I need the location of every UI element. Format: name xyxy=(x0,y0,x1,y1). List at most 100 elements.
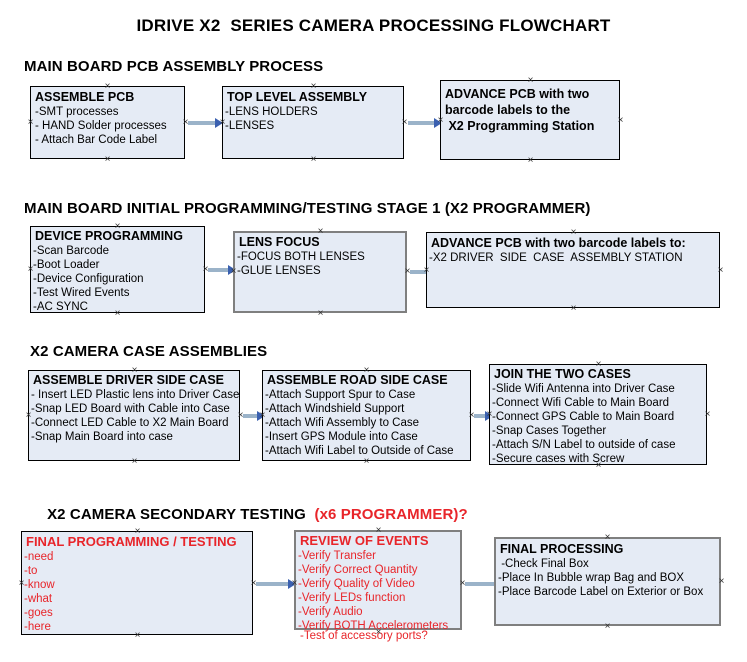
selection-handle[interactable] xyxy=(26,265,35,274)
section-heading-3: X2 CAMERA CASE ASSEMBLIES xyxy=(30,343,268,360)
box-line: -Boot Loader xyxy=(33,259,100,271)
selection-handle[interactable] xyxy=(133,527,142,536)
box-line: -Verify Transfer xyxy=(298,550,376,562)
flow-box-assemble-driver-side-case[interactable]: ASSEMBLE DRIVER SIDE CASE - Insert LED P… xyxy=(28,370,240,461)
box-line: -Test Wired Events xyxy=(33,287,130,299)
flow-box-device-programming[interactable]: DEVICE PROGRAMMING -Scan Barcode -Boot L… xyxy=(30,226,205,313)
selection-handle[interactable] xyxy=(594,461,603,470)
selection-handle[interactable] xyxy=(130,366,139,375)
selection-handle[interactable] xyxy=(229,267,238,276)
selection-handle[interactable] xyxy=(103,155,112,164)
box-line: -Secure cases with Screw xyxy=(492,453,625,465)
flow-box-advance-pcb-driver-side[interactable]: ADVANCE PCB with two barcode labels to: … xyxy=(426,232,720,308)
box-line: -GLUE LENSES xyxy=(237,265,321,277)
box-line: -Slide Wifi Antenna into Driver Case xyxy=(492,383,675,395)
box-line: -Verify Audio xyxy=(298,606,363,618)
flow-box-join-the-two-cases[interactable]: JOIN THE TWO CASES -Slide Wifi Antenna i… xyxy=(489,364,707,465)
section-heading-4: X2 CAMERA SECONDARY TESTING (x6 PROGRAMM… xyxy=(30,489,468,540)
flow-box-review-of-events[interactable]: REVIEW OF EVENTS -Verify Transfer -Verif… xyxy=(294,530,462,632)
box-title: LENS FOCUS xyxy=(239,235,320,249)
box-line: -Attach Support Spur to Case xyxy=(265,389,416,401)
box-title: FINAL PROGRAMMING / TESTING xyxy=(26,534,237,549)
flow-box-final-processing[interactable]: FINAL PROCESSING -Check Final Box -Place… xyxy=(494,537,721,626)
selection-handle[interactable] xyxy=(290,579,299,588)
selection-handle[interactable] xyxy=(485,410,494,419)
selection-handle[interactable] xyxy=(133,631,142,640)
selection-handle[interactable] xyxy=(113,309,122,318)
flow-box-assemble-pcb[interactable]: ASSEMBLE PCB -SMT processes - HAND Solde… xyxy=(30,86,185,159)
selection-handle[interactable] xyxy=(113,222,122,231)
box-line: -Check Final Box xyxy=(498,558,589,570)
box-line: -Verify BOTH Accelerometers xyxy=(298,620,449,632)
selection-handle[interactable] xyxy=(594,360,603,369)
selection-handle[interactable] xyxy=(24,411,33,420)
box-line: -Attach Wifi Assembly to Case xyxy=(265,417,420,429)
selection-handle[interactable] xyxy=(703,410,712,419)
selection-handle[interactable] xyxy=(309,82,318,91)
selection-handle[interactable] xyxy=(616,116,625,125)
box-line: -LENSES xyxy=(225,120,275,132)
box-line: -Device Configuration xyxy=(33,273,144,285)
selection-handle[interactable] xyxy=(436,116,445,125)
selection-handle[interactable] xyxy=(258,411,267,420)
box-title: ASSEMBLE PCB xyxy=(35,90,135,104)
connector-arrow xyxy=(208,268,231,272)
selection-handle[interactable] xyxy=(218,118,227,127)
box-line: -LENS HOLDERS xyxy=(225,106,318,118)
box-line: -Verify Correct Quantity xyxy=(298,564,418,576)
flow-box-advance-pcb-programming[interactable]: ADVANCE PCB with two barcode labels to t… xyxy=(440,80,620,160)
selection-handle[interactable] xyxy=(422,266,431,275)
selection-handle[interactable] xyxy=(717,577,726,586)
box-line: -Connect GPS Cable to Main Board xyxy=(492,411,675,423)
flow-box-final-programming-testing[interactable]: FINAL PROGRAMMING / TESTING -need -to -k… xyxy=(21,531,253,635)
selection-handle[interactable] xyxy=(26,118,35,127)
box-title: ADVANCE PCB with two barcode labels to: xyxy=(431,236,686,250)
connector-arrow xyxy=(243,414,260,418)
selection-handle[interactable] xyxy=(17,579,26,588)
selection-handle[interactable] xyxy=(526,156,535,165)
selection-handle[interactable] xyxy=(316,227,325,236)
box-overflow-line: -Test of accessory ports? xyxy=(300,630,428,642)
selection-handle[interactable] xyxy=(374,628,383,637)
selection-handle[interactable] xyxy=(374,526,383,535)
selection-handle[interactable] xyxy=(603,533,612,542)
box-line: -Insert GPS Module into Case xyxy=(265,431,418,443)
box-title: JOIN THE TWO CASES xyxy=(494,367,631,381)
box-line: -FOCUS BOTH LENSES xyxy=(237,251,365,263)
flow-box-assemble-road-side-case[interactable]: ASSEMBLE ROAD SIDE CASE -Attach Support … xyxy=(262,370,471,461)
selection-handle[interactable] xyxy=(526,76,535,85)
box-line: -Snap Main Board into case xyxy=(31,431,173,443)
flow-box-lens-focus[interactable]: LENS FOCUS -FOCUS BOTH LENSES -GLUE LENS… xyxy=(233,231,407,313)
box-line: -Place Barcode Label on Exterior or Box xyxy=(498,586,704,598)
flow-box-top-level-assembly[interactable]: TOP LEVEL ASSEMBLY -LENS HOLDERS -LENSES xyxy=(222,86,404,159)
section-heading-2: MAIN BOARD INITIAL PROGRAMMING/TESTING S… xyxy=(24,200,591,217)
selection-handle[interactable] xyxy=(130,457,139,466)
selection-handle[interactable] xyxy=(309,155,318,164)
selection-handle[interactable] xyxy=(716,266,725,275)
page-title: IDRIVE X2 SERIES CAMERA PROCESSING FLOWC… xyxy=(136,16,611,35)
box-title: FINAL PROCESSING xyxy=(500,542,624,556)
box-line: -here xyxy=(24,621,51,633)
selection-handle[interactable] xyxy=(569,304,578,313)
box-line: -Attach Wifi Label to Outside of Case xyxy=(265,445,454,457)
section-heading-4-main: X2 CAMERA SECONDARY TESTING xyxy=(47,506,315,523)
selection-handle[interactable] xyxy=(569,228,578,237)
box-line: -Connect LED Cable to X2 Main Board xyxy=(31,417,229,429)
box-line: -Place In Bubble wrap Bag and BOX xyxy=(498,572,685,584)
box-title: ADVANCE PCB with two barcode labels to t… xyxy=(445,87,595,133)
selection-handle[interactable] xyxy=(316,309,325,318)
connector-arrow xyxy=(465,582,498,586)
selection-handle[interactable] xyxy=(362,366,371,375)
selection-handle[interactable] xyxy=(362,457,371,466)
box-line: -Attach S/N Label to outside of case xyxy=(492,439,676,451)
box-line: -AC SYNC xyxy=(33,301,88,313)
box-title: ASSEMBLE ROAD SIDE CASE xyxy=(267,373,448,387)
box-line: -Attach Windshield Support xyxy=(265,403,405,415)
box-line: - Attach Bar Code Label xyxy=(35,134,158,146)
selection-handle[interactable] xyxy=(603,622,612,631)
selection-handle[interactable] xyxy=(103,82,112,91)
box-title: DEVICE PROGRAMMING xyxy=(35,229,183,243)
box-line: - HAND Solder processes xyxy=(35,120,167,132)
box-title: REVIEW OF EVENTS xyxy=(300,533,429,548)
